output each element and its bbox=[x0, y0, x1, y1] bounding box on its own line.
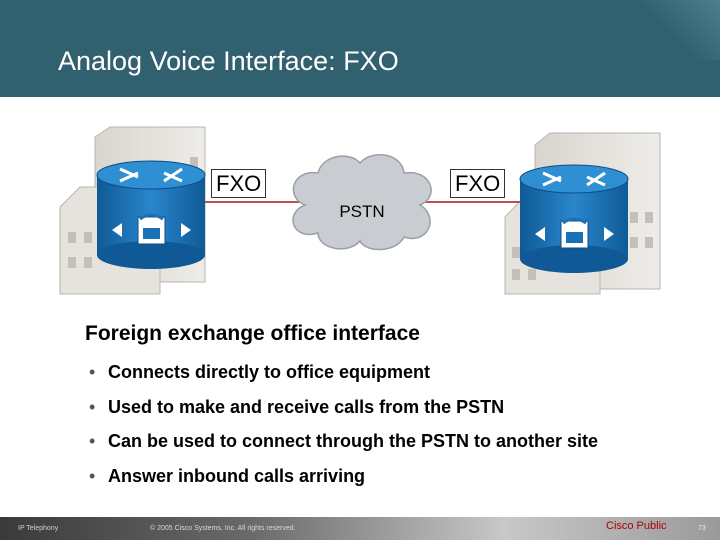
slide-content: Foreign exchange office interface • Conne… bbox=[85, 319, 705, 494]
bullet-icon: • bbox=[89, 466, 96, 487]
diagram-svg: PSTN bbox=[59, 126, 661, 295]
footer-copyright: © 2005 Cisco Systems, Inc. All rights re… bbox=[150, 525, 296, 532]
router-icon-right bbox=[519, 164, 629, 273]
phone-icon-right bbox=[535, 217, 614, 249]
footer-page-number: 73 bbox=[698, 525, 706, 532]
list-item: • Connects directly to office equipment bbox=[89, 355, 705, 390]
footer-classification: Cisco Public bbox=[606, 520, 667, 532]
footer-course-name: IP Telephony bbox=[18, 525, 59, 532]
network-diagram: PSTN FXO FXO bbox=[0, 97, 720, 317]
slide-header: Analog Voice Interface: FXO bbox=[0, 0, 720, 97]
right-port-label: FXO bbox=[450, 169, 506, 198]
bullet-list: • Connects directly to office equipment •… bbox=[85, 355, 705, 494]
content-subtitle: Foreign exchange office interface bbox=[85, 322, 420, 345]
bullet-icon: • bbox=[89, 396, 96, 417]
cloud-icon bbox=[292, 154, 432, 251]
left-port-label: FXO bbox=[211, 169, 267, 198]
bullet-text: Can be used to connect through the PSTN … bbox=[108, 431, 599, 452]
phone-icon-left bbox=[112, 213, 191, 245]
list-item: • Used to make and receive calls from the… bbox=[89, 390, 705, 425]
router-icon-left bbox=[96, 160, 206, 269]
bullet-icon: • bbox=[89, 362, 96, 382]
slide-footer: IP Telephony © 2005 Cisco Systems, Inc. … bbox=[0, 517, 720, 540]
list-item: • Can be used to connect through the PSTN… bbox=[89, 424, 705, 459]
bullet-text: Used to make and receive calls from the … bbox=[108, 396, 505, 417]
bullet-text: Answer inbound calls arriving bbox=[108, 466, 366, 487]
bullet-icon: • bbox=[89, 431, 96, 452]
cloud-label: PSTN bbox=[339, 202, 384, 221]
header-corner-accent bbox=[640, 0, 720, 60]
bullet-text: Connects directly to office equipment bbox=[108, 362, 431, 382]
slide-title: Analog Voice Interface: FXO bbox=[58, 46, 399, 76]
list-item: • Answer inbound calls arriving bbox=[89, 459, 705, 494]
